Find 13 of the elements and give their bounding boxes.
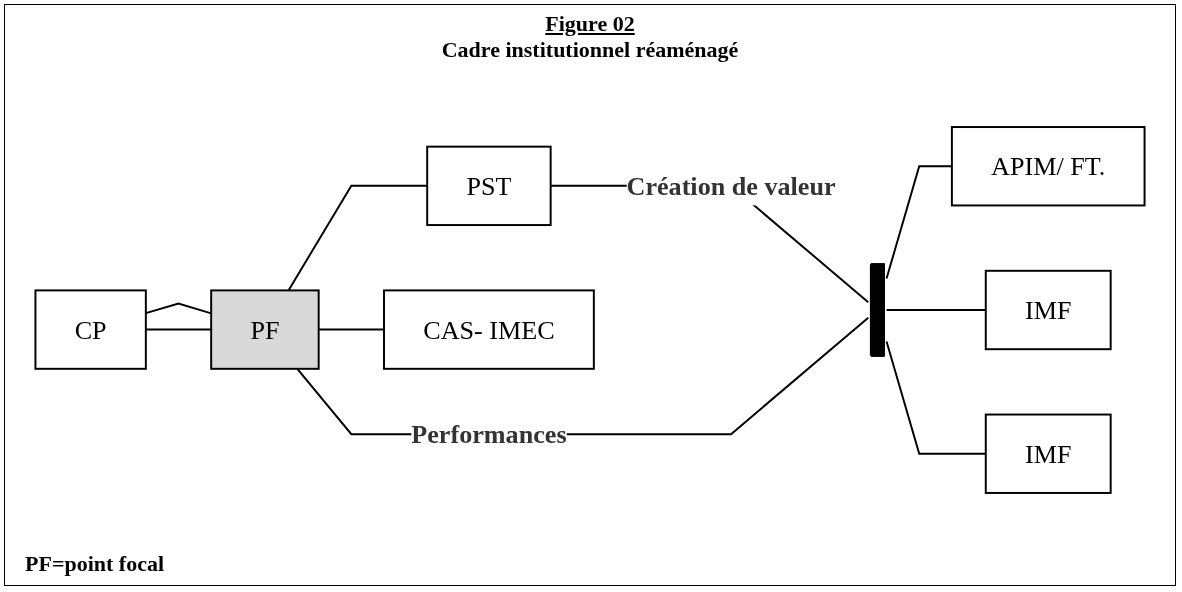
node-box: PF: [210, 289, 320, 370]
figure-number: Figure 02: [545, 11, 635, 37]
edge-label: Création de valeur: [626, 171, 836, 201]
node-box: PST: [426, 145, 552, 227]
edge-label: Performances: [411, 419, 567, 449]
connector: [296, 316, 870, 436]
note-text: PF=point focal: [25, 551, 165, 577]
node-box: IMF: [984, 413, 1112, 494]
node-box: APIM/ FT.: [950, 126, 1146, 207]
diagram-title: Cadre institutionnel réaménagé: [441, 37, 739, 63]
node-box: CP: [34, 289, 147, 370]
node-box: CAS- IMEC: [383, 289, 595, 370]
node-box: IMF: [984, 269, 1112, 351]
